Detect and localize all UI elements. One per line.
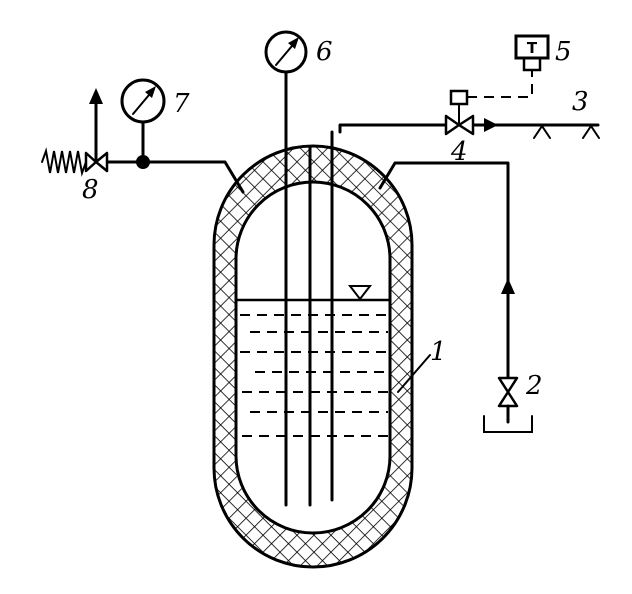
controller: T 5: [467, 34, 572, 98]
liquid-level-marker: [347, 285, 373, 301]
liquid-hatching: [240, 314, 388, 437]
branch-mark-1: [533, 124, 551, 139]
label-4: 4: [450, 137, 468, 167]
fill-pipe: [378, 161, 510, 380]
label-8: 8: [82, 175, 99, 205]
gauge-pipe: [105, 160, 245, 194]
label-2: 2: [525, 371, 543, 401]
label-1: 1: [430, 337, 447, 367]
control-valve: 4: [444, 89, 475, 167]
safety-valve-spring: [41, 147, 87, 177]
label-6: 6: [316, 37, 333, 67]
label-5: 5: [555, 37, 572, 67]
label-1-leader: [397, 354, 431, 393]
vessel-label: 1: [397, 337, 447, 393]
branch-mark-2: [582, 124, 600, 139]
level-gauge: 6: [264, 30, 333, 507]
vessel-insulation: [212, 144, 414, 569]
controller-symbol: T: [527, 39, 538, 57]
inlet-valve: [497, 376, 519, 408]
liquid: [236, 298, 390, 437]
fill-line: 2: [378, 161, 543, 433]
label-7: 7: [173, 89, 190, 119]
controller-signal-line: [467, 70, 533, 98]
vent-arrow-up: [89, 88, 103, 104]
flow-arrow-up: [501, 278, 515, 294]
gauge-line: 7: [105, 78, 245, 194]
pressure-gauge-needle-head: [145, 86, 156, 98]
outlet-pipe: [338, 123, 448, 134]
vessel: [212, 144, 414, 569]
outlet-line: 3: [338, 87, 600, 139]
flow-arrow-right: [484, 118, 498, 132]
controller-box: [514, 34, 550, 60]
junction-node: [136, 155, 150, 169]
level-gauge-needle-head: [288, 37, 299, 49]
supply-container: [483, 415, 533, 433]
safety-valve: 8: [41, 88, 109, 205]
control-valve-actuator: [449, 89, 469, 106]
label-3: 3: [572, 87, 589, 117]
